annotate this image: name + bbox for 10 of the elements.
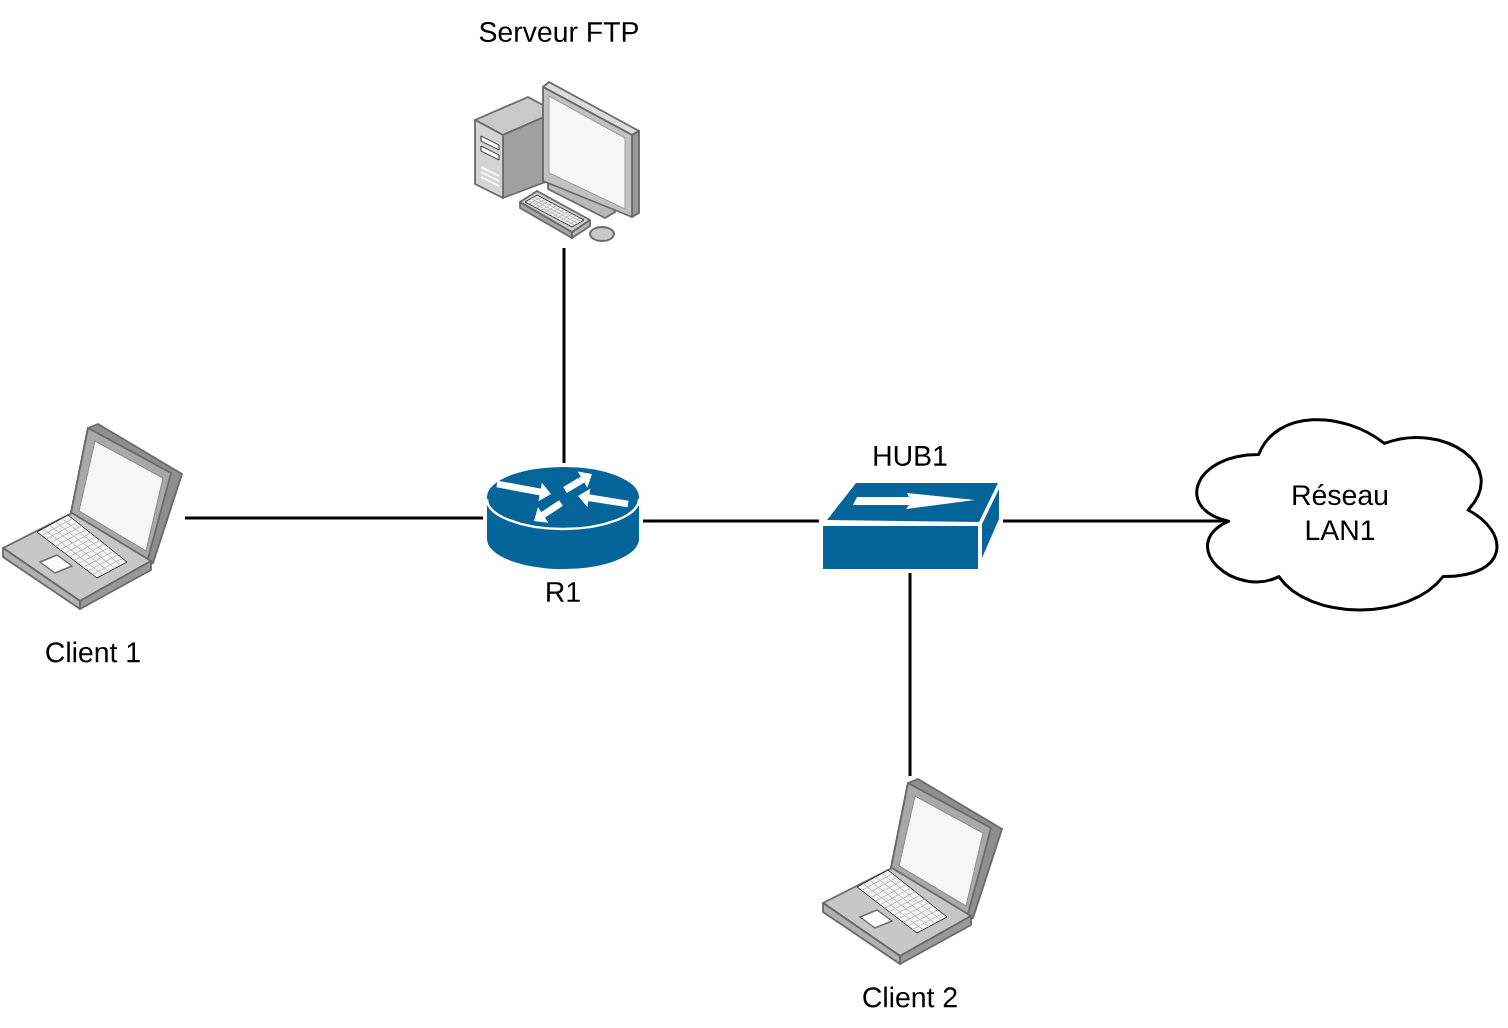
device-label: HUB1: [874, 446, 947, 466]
connection-line: [185, 516, 483, 520]
connection-line: [908, 573, 912, 776]
device-label: Serveur FTP: [479, 21, 638, 43]
connection-line: [562, 248, 566, 463]
cloud-label: Réseau LAN1: [1293, 484, 1388, 540]
device-label: R1: [547, 582, 580, 602]
device-label: Client 2: [863, 986, 957, 1008]
connection-line: [643, 519, 819, 523]
device-label: Client 1: [46, 641, 140, 663]
